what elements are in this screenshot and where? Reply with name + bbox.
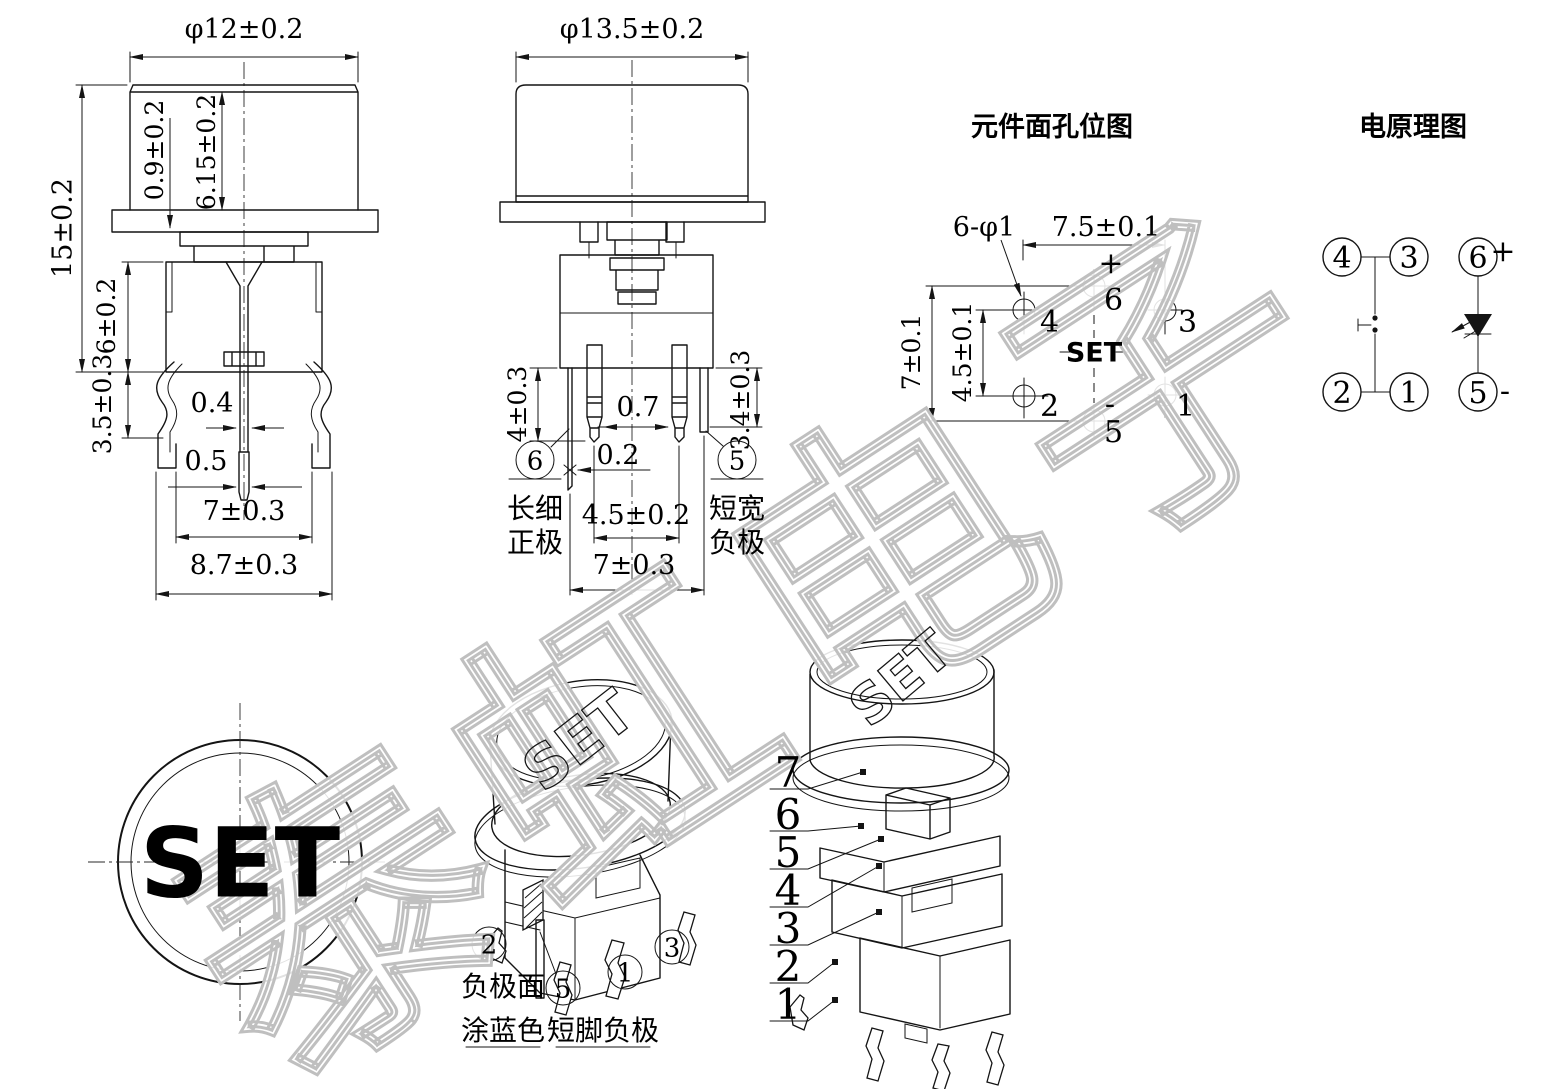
- side-section-view: [499, 51, 766, 596]
- schematic-pin-6: 6: [1468, 241, 1487, 276]
- front-section-view: [75, 51, 379, 601]
- iso-callout-2: 2: [481, 930, 498, 960]
- dim-total-height: 15±0.2: [48, 178, 79, 278]
- part-number-6: 6: [775, 790, 802, 839]
- iso-assembled-view: [465, 678, 697, 1048]
- cap-front-set-label: SET: [140, 808, 340, 920]
- callout-pin5-desc2: 负极: [709, 526, 765, 559]
- note-negative-face-2: 涂蓝色: [461, 1014, 545, 1047]
- hole-layout-set-label: SET: [1066, 338, 1123, 369]
- schematic-pin-5: 5: [1468, 376, 1487, 411]
- schematic-pin-4: 4: [1332, 241, 1351, 276]
- dim-v-pitch-outer: 7±0.1: [897, 314, 926, 391]
- dim-body-width: 8.7±0.3: [190, 550, 299, 581]
- company-watermark: 泰虹电子: [123, 142, 1407, 1089]
- iso-callout-5: 5: [555, 974, 572, 1004]
- dim-pin-len-right: 3.4±0.3: [726, 350, 755, 450]
- iso-callout-3: 3: [664, 933, 681, 963]
- dim-thin-pin-width: 0.2: [597, 440, 640, 471]
- dim-hole-spec: 6-φ1: [953, 212, 1015, 243]
- part-number-4: 4: [775, 866, 802, 915]
- part-number-5: 5: [775, 828, 802, 877]
- part-number-7: 7: [775, 748, 802, 797]
- hole-label-3: 3: [1178, 305, 1197, 340]
- dim-cap-diameter: φ12±0.2: [185, 14, 304, 45]
- dim-foot-pitch: 7±0.3: [203, 496, 286, 527]
- hole-layout-title: 元件面孔位图: [971, 111, 1133, 143]
- hole-label-1: 1: [1176, 389, 1195, 424]
- dim-pin-len-left: 4±0.3: [503, 366, 532, 443]
- dim-h-pitch: 7.5±0.1: [1052, 212, 1161, 243]
- schematic-plus-sign: +: [1490, 234, 1515, 269]
- circuit-schematic: [1322, 237, 1498, 412]
- exploded-view: [769, 639, 1011, 1089]
- callout-pin6-desc1: 长细: [507, 492, 563, 525]
- dim-cap-height: 6.15±0.2: [192, 94, 221, 210]
- schematic-pin-1: 1: [1399, 376, 1418, 411]
- linework-layer: [75, 51, 1498, 1089]
- dim-cap-lip: 0.9±0.2: [140, 100, 169, 200]
- part-number-2: 2: [775, 942, 802, 991]
- callout-pin5-desc1: 短宽: [709, 492, 765, 525]
- hole-layout-diagram: [925, 239, 1183, 438]
- dim-center-pin-pitch: 4.5±0.2: [582, 500, 691, 531]
- callout-pin6-desc2: 正极: [507, 526, 563, 559]
- dim-cap-diameter-2: φ13.5±0.2: [560, 14, 705, 45]
- dim-v-pitch-inner: 4.5±0.1: [948, 302, 977, 402]
- callout-pin6-number: 6: [527, 446, 544, 476]
- note-short-pin-negative: 短脚负极: [547, 1014, 659, 1047]
- part-number-1: 1: [775, 980, 802, 1029]
- dim-body-height: 6±0.2: [92, 278, 121, 355]
- dim-pin-width: 0.5: [185, 446, 228, 477]
- iso-callout-1: 1: [617, 958, 634, 988]
- callout-pin5-number: 5: [729, 446, 746, 476]
- dim-clip-height: 3.5±0.3: [88, 354, 117, 454]
- schematic-title: 电原理图: [1359, 112, 1467, 143]
- hole-plus-sign: +: [1098, 246, 1123, 281]
- schematic-pin-3: 3: [1399, 241, 1418, 276]
- schematic-minus-sign: -: [1500, 374, 1510, 409]
- hole-label-4: 4: [1040, 305, 1059, 340]
- schematic-pin-2: 2: [1332, 376, 1351, 411]
- dim-outer-pin-pitch: 7±0.3: [593, 550, 676, 581]
- dim-center-pin-width: 0.7: [617, 392, 660, 423]
- label-layer: φ12±0.2 15±0.2 0.9±0.2 6.15±0.2 6±0.2 3.…: [48, 14, 1516, 1047]
- dim-stem-width: 0.4: [191, 388, 234, 419]
- cap-front-view: [88, 703, 392, 1021]
- hole-label-2: 2: [1040, 389, 1059, 424]
- hole-label-5: 5: [1104, 415, 1123, 450]
- hole-label-6: 6: [1104, 283, 1123, 318]
- part-number-3: 3: [775, 904, 802, 953]
- hole-minus-sign: -: [1105, 387, 1115, 422]
- note-negative-face-1: 负极面: [461, 970, 545, 1003]
